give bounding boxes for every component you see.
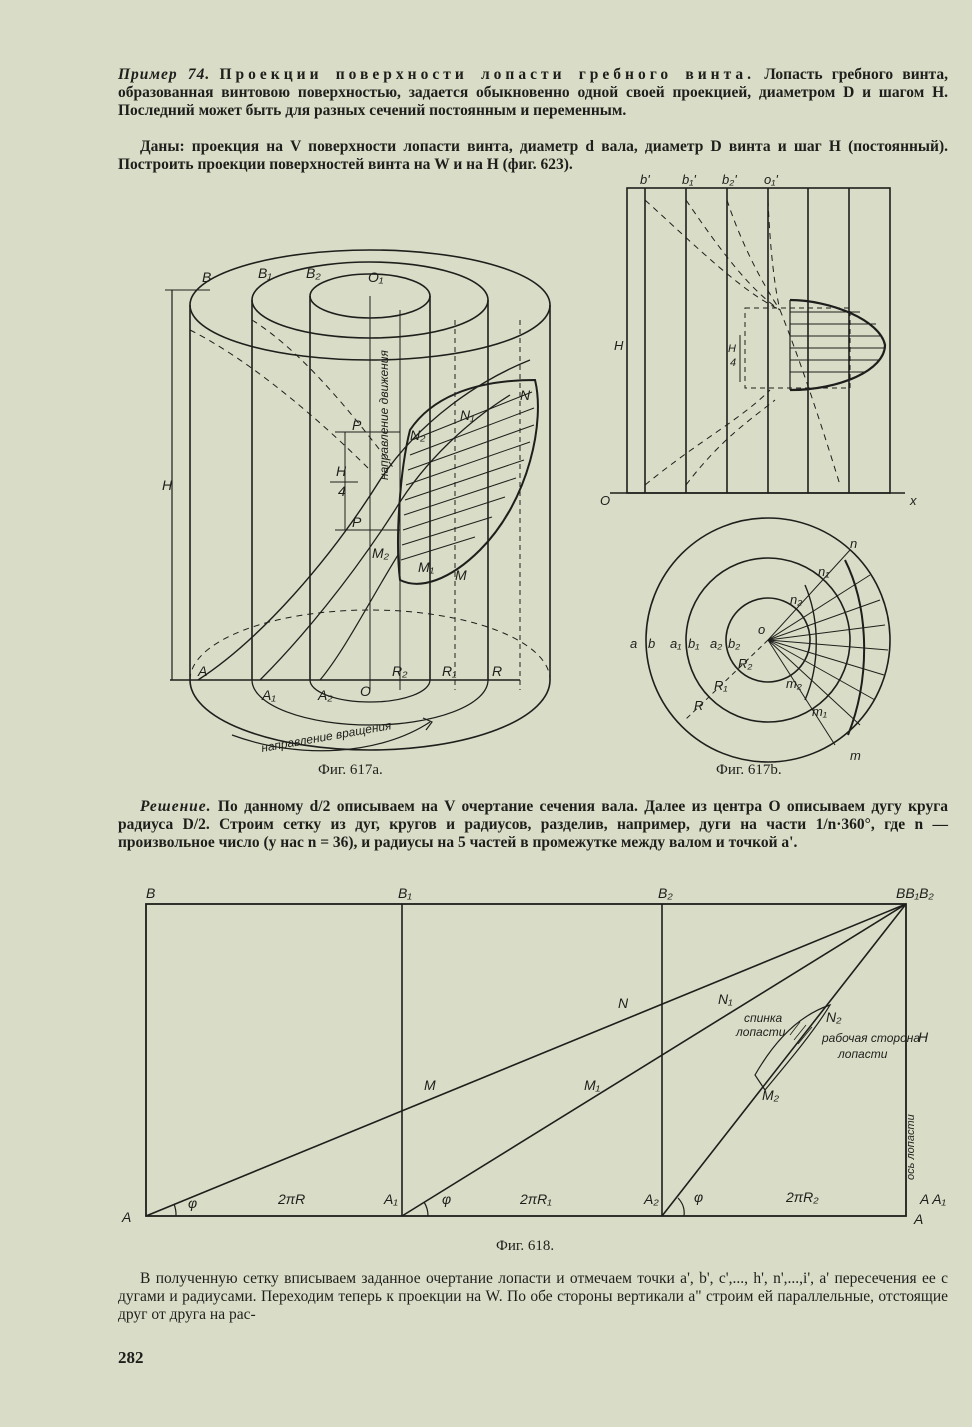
fig618-label-N2: N₂ <box>826 1009 842 1025</box>
fig618-label-H: H <box>918 1029 929 1045</box>
fig617b-label-R2: R₂ <box>738 656 752 671</box>
fig618-label-M: M <box>424 1077 436 1093</box>
fig617b-label-m: m <box>850 748 861 763</box>
fig618-label-BBB: BB₁B₂ <box>896 885 934 901</box>
fig618-label-B1: B₁ <box>398 885 412 901</box>
fig617a-label-N: N <box>520 387 531 403</box>
fig617b-caption: Фиг. 617b. <box>716 762 782 778</box>
fig617a-label-R2: R₂ <box>392 663 408 679</box>
fig617a-label-H4-den: 4 <box>338 483 346 499</box>
fig618-label-A-bottom: A <box>913 1211 923 1227</box>
example-paragraph: Пример 74. Проекции поверхности лопасти … <box>118 66 948 120</box>
fig617b-front-view <box>610 187 905 494</box>
fig617b-label-R: R <box>694 698 703 713</box>
fig618-label-phi-1: φ <box>188 1195 197 1211</box>
fig617a-label-P-top: P <box>352 417 362 433</box>
fig617b-label-o: o <box>758 622 765 637</box>
fig618-label-2piR: 2πR <box>277 1191 305 1207</box>
fig617a-label-B: B <box>202 269 211 285</box>
fig618-label-M1: M₁ <box>584 1077 601 1093</box>
fig617b-label-o1-prime: o₁' <box>764 172 778 187</box>
fig617a-label-M1: M₁ <box>418 559 435 575</box>
fig618-label-working: рабочая сторона <box>821 1031 920 1045</box>
fig617b-label-m1: m₁ <box>812 704 827 719</box>
fig617b-label-b1-prime: b₁' <box>682 172 696 187</box>
fig617b-label-a: a <box>630 636 637 651</box>
fig617b-top-view <box>645 517 891 763</box>
fig617a-label-P-bottom: P <box>352 514 362 530</box>
fig617a-label-R1: R₁ <box>442 663 457 679</box>
fig617b-label-b: b <box>648 636 655 651</box>
fig617a-label-B2: B₂ <box>306 265 321 281</box>
fig618-label-A1: A₁ <box>383 1191 398 1207</box>
given-paragraph: Даны: проекция на V поверхности лопасти … <box>118 138 948 173</box>
fig617a-label-A2: A₂ <box>317 687 333 703</box>
fig618-label-B: B <box>146 885 155 901</box>
fig617a-label-N1: N₁ <box>460 407 475 423</box>
fig618-label-B2: B₂ <box>658 885 673 901</box>
fig618-label-2piR2: 2πR₂ <box>785 1189 819 1205</box>
fig617a-label-A1: A₁ <box>261 687 276 703</box>
final-paragraph: В полученную сетку вписываем заданное оч… <box>118 1270 948 1323</box>
fig618-label-back: спинка <box>744 1011 783 1025</box>
fig617b-label-n1: n₁ <box>818 564 829 579</box>
fig617a-label-H: H <box>162 477 173 493</box>
fig617a-label-B1: B₁ <box>258 265 272 281</box>
fig617a-label-A: A <box>197 663 207 679</box>
page-number: 282 <box>118 1348 144 1367</box>
fig618-label-back2: лопасти <box>735 1025 786 1039</box>
fig617b-label-b-prime: b' <box>640 172 650 187</box>
solution-paragraph: Решение. По данному d/2 описываем на V о… <box>118 798 948 852</box>
fig618-label-N1: N₁ <box>718 991 733 1007</box>
fig617b-label-a2: a₂ <box>710 636 722 651</box>
fig617a-label-N2: N₂ <box>410 427 426 443</box>
fig618-label-A-end: A A₁ <box>919 1191 947 1207</box>
fig618-label-N: N <box>618 995 629 1011</box>
fig617b-label-x: x <box>909 493 917 508</box>
fig617a-direction-motion: направление движения <box>377 350 391 480</box>
fig617a-label-R: R <box>492 663 502 679</box>
fig617b-label-H4-den: 4 <box>730 357 736 369</box>
solution-lead: Решение. <box>140 798 212 815</box>
fig618-label-A2: A₂ <box>643 1191 659 1207</box>
fig618-label-phi-3: φ <box>694 1189 703 1205</box>
fig617b-label-O: O <box>600 493 610 508</box>
fig617a-drawing <box>165 249 551 752</box>
fig617b-label-m2: m₂ <box>786 676 802 691</box>
fig617b-label-H4: H <box>728 343 736 355</box>
fig617b-label-b2-prime: b₂' <box>722 172 737 187</box>
fig618-label-M2: M₂ <box>762 1087 780 1103</box>
example-title-rest: Проекции поверхности лопасти гребного ви… <box>219 66 756 83</box>
example-body: Лопасть гребного винта, образованная вин… <box>118 66 948 119</box>
fig618-caption: Фиг. 618. <box>496 1238 555 1254</box>
fig618-label-working2: лопасти <box>837 1047 888 1061</box>
fig617b-label-R1: R₁ <box>714 678 728 693</box>
fig617b-label-n2: n₂ <box>790 592 802 607</box>
fig618-label-A: A <box>121 1209 131 1225</box>
solution-text: По данному d/2 описываем на V очертание … <box>118 798 948 851</box>
fig618-label-phi-2: φ <box>442 1191 451 1207</box>
fig617b-label-a1: a₁ <box>670 636 681 651</box>
fig617b-label-n: n <box>850 536 857 551</box>
fig617b-label-H: H <box>614 338 624 353</box>
fig618-label-2piR1: 2πR₁ <box>519 1191 552 1207</box>
fig617a-label-M2: M₂ <box>372 545 390 561</box>
fig617a-label-O1: O₁ <box>368 269 384 285</box>
fig617a-caption: Фиг. 617a. <box>318 762 383 778</box>
fig618-drawing <box>145 903 907 1217</box>
fig617b-label-b2: b₂ <box>728 636 740 651</box>
fig617b-label-b1: b₁ <box>688 636 699 651</box>
example-title: Пример 74. <box>118 66 211 83</box>
fig618-label-axis: ось лопасти <box>905 1114 917 1180</box>
fig617a-label-H4: H <box>336 463 347 479</box>
fig617a-label-O: O <box>360 683 371 699</box>
fig617a-label-M: M <box>455 567 467 583</box>
